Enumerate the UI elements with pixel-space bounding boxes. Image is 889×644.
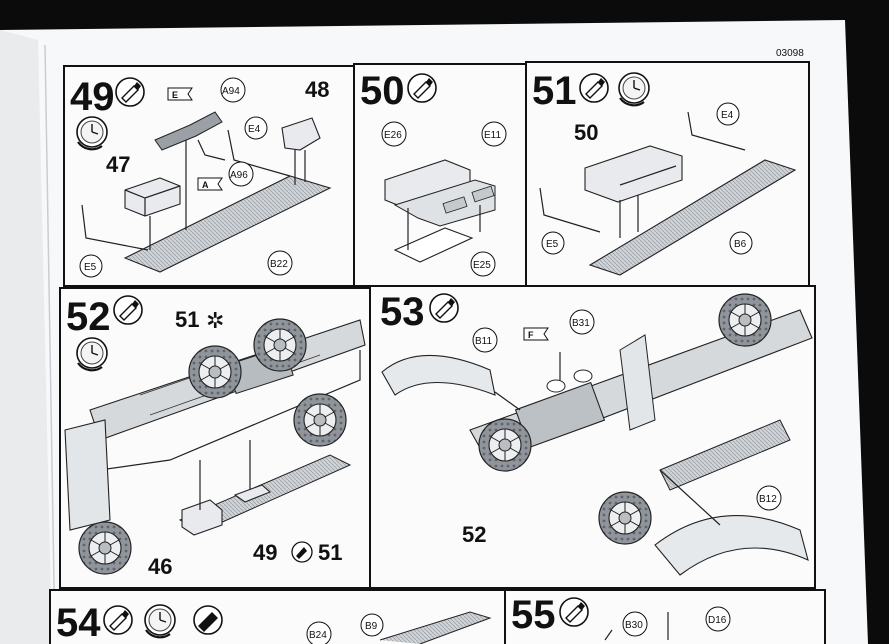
step-51-label-50: 50 bbox=[574, 120, 598, 145]
rear-wheel-2 bbox=[253, 318, 307, 372]
step-52-number: 52 bbox=[66, 295, 111, 339]
fender-part-b12 bbox=[654, 515, 809, 576]
callout-E25: E25 bbox=[473, 260, 491, 271]
callout-B11: B11 bbox=[475, 336, 492, 347]
glue-tube-icon bbox=[579, 73, 609, 103]
baseplate-part bbox=[123, 175, 332, 273]
glue-tube-icon bbox=[559, 597, 589, 627]
callout-A96: A96 bbox=[230, 170, 248, 181]
step-49-number: 49 bbox=[70, 75, 115, 119]
callout-B24: B24 bbox=[309, 630, 327, 641]
glue-tube-icon bbox=[113, 295, 143, 325]
callout-A94: A94 bbox=[222, 86, 240, 97]
flag-E bbox=[167, 87, 193, 101]
front-wheel bbox=[78, 521, 132, 575]
flag-F bbox=[523, 327, 549, 341]
step-50-number: 50 bbox=[360, 69, 405, 113]
callout-D16: D16 bbox=[708, 615, 727, 626]
step-55-number: 55 bbox=[511, 593, 556, 637]
rear-wheel-top bbox=[718, 293, 772, 347]
callout-B12: B12 bbox=[759, 494, 777, 505]
step-51-number: 51 bbox=[532, 69, 577, 113]
step-52-label-51: 51 bbox=[175, 307, 199, 332]
flag-F-text: F bbox=[528, 330, 534, 340]
callout-B31: B31 bbox=[572, 318, 590, 329]
callout-E26: E26 bbox=[384, 130, 402, 141]
step-53-number: 53 bbox=[380, 290, 425, 334]
page-fold-shadow bbox=[0, 30, 52, 644]
step-49-frame bbox=[63, 65, 355, 287]
front-grille bbox=[64, 419, 111, 531]
front-wheel-right bbox=[598, 491, 652, 545]
glue-tube-icon bbox=[115, 77, 145, 107]
callout-B22: B22 bbox=[270, 259, 288, 270]
callout-E5: E5 bbox=[84, 262, 97, 273]
step-52-label-46: 46 bbox=[148, 554, 172, 579]
rear-wheel-3 bbox=[293, 393, 347, 447]
step-54-number: 54 bbox=[56, 601, 101, 644]
step-53-label-52: 52 bbox=[462, 522, 486, 547]
callout-E4-51: E4 bbox=[721, 110, 734, 121]
callout-B30: B30 bbox=[625, 620, 643, 631]
callout-E11: E11 bbox=[484, 130, 501, 141]
glue-tube-icon bbox=[429, 293, 459, 323]
callout-B9: B9 bbox=[365, 621, 378, 632]
callout-E4: E4 bbox=[248, 124, 261, 135]
step-55-frame bbox=[504, 589, 826, 644]
callout-B6: B6 bbox=[734, 239, 747, 250]
glue-tube-icon bbox=[103, 605, 133, 635]
fender-part-b11 bbox=[381, 354, 496, 396]
plate-part bbox=[393, 227, 474, 263]
toolbox-assembly-50 bbox=[584, 145, 683, 203]
baseplate-part-b6 bbox=[588, 159, 797, 276]
step-49-label-48: 48 bbox=[305, 77, 329, 102]
document-code: 03098 bbox=[776, 48, 804, 59]
winch-part bbox=[154, 111, 223, 151]
flag-A bbox=[197, 177, 223, 191]
paint-icon: ✲ bbox=[206, 309, 224, 334]
box-part-47 bbox=[124, 177, 181, 217]
step-49-label-47: 47 bbox=[106, 152, 130, 177]
flag-E-text: E bbox=[172, 90, 178, 100]
glue-tube-icon bbox=[407, 73, 437, 103]
front-wheel-left bbox=[478, 418, 532, 472]
callout-E5-51: E5 bbox=[546, 239, 559, 250]
flag-A-text: A bbox=[202, 180, 209, 190]
step-52-label-51b: 51 bbox=[318, 540, 342, 565]
rear-wheel-1 bbox=[188, 345, 242, 399]
box-part-48 bbox=[281, 117, 321, 151]
step-52-label-49: 49 bbox=[253, 540, 277, 565]
